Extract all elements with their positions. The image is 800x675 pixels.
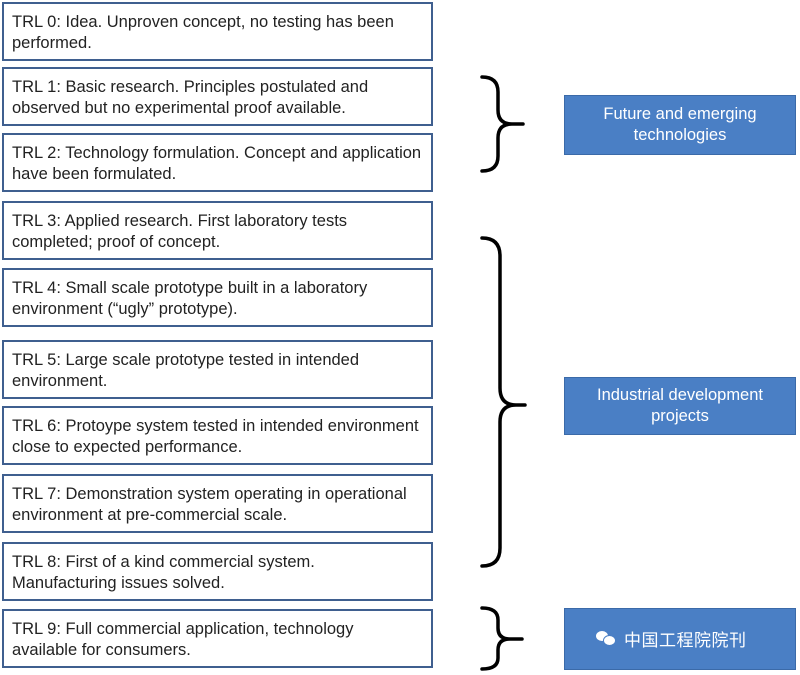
trl-0-box: TRL 0: Idea. Unproven concept, no testin… [2, 2, 433, 61]
trl-6-text: TRL 6: Protoype system tested in intende… [12, 417, 419, 456]
trl-8-box: TRL 8: First of a kind commercial system… [2, 542, 433, 601]
wechat-icon [596, 630, 616, 646]
trl-1-box: TRL 1: Basic research. Principles postul… [2, 67, 433, 126]
trl-3-text: TRL 3: Applied research. First laborator… [12, 212, 348, 251]
watermark: 中国工程院院刊 [596, 626, 796, 651]
trl-9-text: TRL 9: Full commercial application, tech… [12, 620, 354, 659]
trl-1-text: TRL 1: Basic research. Principles postul… [12, 78, 369, 117]
trl-7-text: TRL 7: Demonstration system operating in… [12, 485, 407, 524]
category-future-emerging: Future and emerging technologies [564, 95, 796, 155]
category-future-emerging-label: Future and emerging technologies [603, 105, 757, 144]
trl-7-box: TRL 7: Demonstration system operating in… [2, 474, 433, 533]
trl-2-text: TRL 2: Technology formulation. Concept a… [12, 144, 422, 183]
trl-4-text: TRL 4: Small scale prototype built in a … [12, 279, 368, 318]
trl-5-box: TRL 5: Large scale prototype tested in i… [2, 340, 433, 399]
brace-industrial [480, 236, 527, 568]
brace-future [480, 75, 525, 173]
category-industrial-development: Industrial development projects [564, 377, 796, 435]
trl-8-text: TRL 8: First of a kind commercial system… [12, 553, 315, 592]
trl-0-text: TRL 0: Idea. Unproven concept, no testin… [12, 13, 394, 52]
trl-3-box: TRL 3: Applied research. First laborator… [2, 201, 433, 260]
trl-6-box: TRL 6: Protoype system tested in intende… [2, 406, 433, 465]
watermark-text: 中国工程院院刊 [624, 630, 747, 651]
trl-5-text: TRL 5: Large scale prototype tested in i… [12, 351, 360, 390]
trl-9-box: TRL 9: Full commercial application, tech… [2, 609, 433, 668]
trl-2-box: TRL 2: Technology formulation. Concept a… [2, 133, 433, 192]
brace-commercial [480, 606, 524, 671]
category-industrial-development-label: Industrial development projects [596, 386, 763, 425]
trl-4-box: TRL 4: Small scale prototype built in a … [2, 268, 433, 327]
